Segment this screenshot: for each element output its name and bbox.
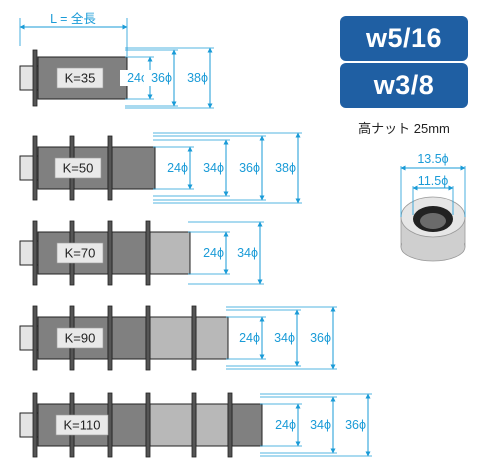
spacer-assembly: K=50: [19, 135, 156, 201]
spacer-segment: [111, 316, 147, 360]
diameter-label: 24ϕ: [127, 71, 148, 85]
k-length-label: K=50: [63, 161, 94, 176]
length-label: L = 全長: [50, 11, 96, 26]
diameter-label: 34ϕ: [310, 418, 331, 432]
spacer-segment: [111, 403, 147, 447]
diameter-label: 34ϕ: [203, 161, 224, 175]
spacer-assembly: K=35: [19, 49, 128, 107]
washer-flange: [107, 220, 113, 286]
spacer-segment: [111, 146, 156, 190]
k-label-box: [55, 414, 109, 436]
spacer-segment: [149, 403, 193, 447]
diameter-label: 36ϕ: [345, 418, 366, 432]
spacer-segment: [195, 316, 229, 360]
spacer-segment: [149, 231, 191, 275]
washer-flange: [32, 135, 38, 201]
k-label-box: [54, 157, 102, 179]
washer-flange: [32, 220, 38, 286]
nut-outer-diameter-label: 13.5ϕ: [417, 152, 448, 166]
washer-flange: [32, 305, 38, 371]
k-label-box: [56, 67, 104, 89]
nut-bore-inner: [420, 213, 446, 229]
diameter-label: 38ϕ: [187, 71, 208, 85]
diameter-label: 36ϕ: [310, 331, 331, 345]
k-label-box: [56, 327, 104, 349]
washer-flange: [107, 392, 113, 458]
diameter-label: 24ϕ: [203, 246, 224, 260]
spacer-assembly: K=70: [19, 220, 191, 286]
spacer-segment: [195, 403, 229, 447]
spacer-segment: [111, 231, 147, 275]
diameter-label: 34ϕ: [274, 331, 295, 345]
spacer-assembly: K=90: [19, 305, 229, 371]
washer-flange: [107, 305, 113, 371]
size-badge-w3-8: w3/8: [340, 63, 468, 108]
washer-flange: [107, 135, 113, 201]
diameter-label: 36ϕ: [239, 161, 260, 175]
k-length-label: K=70: [65, 246, 96, 261]
spacer-segment: [149, 316, 193, 360]
k-length-label: K=90: [65, 331, 96, 346]
diameter-label: 24ϕ: [239, 331, 260, 345]
washer-flange: [32, 49, 38, 107]
washer-flange: [191, 305, 197, 371]
high-nut-caption: 高ナット 25mm: [358, 121, 450, 136]
washer-flange: [145, 392, 151, 458]
washer-flange: [145, 220, 151, 286]
diameter-label: 24ϕ: [275, 418, 296, 432]
high-nut-illustration: [400, 196, 466, 262]
diameter-label: 36ϕ: [151, 71, 172, 85]
size-badge-w5-16: w5/16: [340, 16, 468, 61]
diameter-label: 38ϕ: [275, 161, 296, 175]
washer-flange: [32, 392, 38, 458]
spacer-assembly: K=110: [19, 392, 263, 458]
washer-flange: [145, 305, 151, 371]
nut-inner-diameter-label: 11.5ϕ: [418, 174, 448, 188]
k-label-box: [56, 242, 104, 264]
washer-flange: [191, 392, 197, 458]
spacer-segment: [231, 403, 263, 447]
washer-flange: [227, 392, 233, 458]
k-length-label: K=35: [65, 71, 96, 86]
diameter-label: 24ϕ: [167, 161, 188, 175]
k-length-label: K=110: [64, 418, 101, 433]
diameter-label: 34ϕ: [237, 246, 258, 260]
